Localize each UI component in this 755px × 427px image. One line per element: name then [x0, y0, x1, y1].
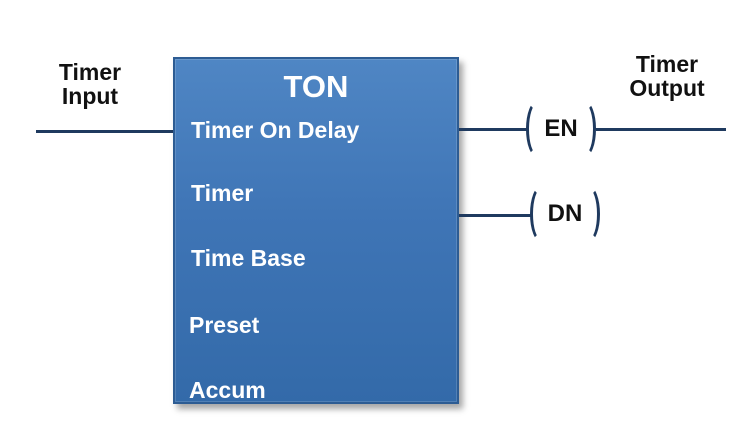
- timer-output-label: Timer Output: [618, 52, 716, 100]
- en-coil: EN: [526, 101, 596, 159]
- block-row-preset: Preset: [189, 312, 260, 338]
- ton-block: TON Timer On Delay Timer Time Base Prese…: [173, 57, 459, 404]
- block-row-timer-on-delay: Timer On Delay: [191, 117, 360, 143]
- timer-input-label-line1: Timer: [58, 59, 122, 85]
- block-row-timer: Timer: [191, 180, 254, 206]
- dn-coil-right-paren: [578, 186, 600, 242]
- input-wire: [36, 130, 174, 133]
- dn-coil: DN: [530, 186, 600, 244]
- timer-input-label-line2: Input: [61, 83, 119, 110]
- en-wire-right: [596, 128, 726, 131]
- timer-output-label-line1: Timer: [635, 51, 699, 77]
- en-coil-label: EN: [544, 115, 578, 142]
- en-coil-left-paren: [526, 101, 548, 157]
- en-coil-right-paren: [574, 101, 596, 157]
- block-row-time-base: Time Base: [191, 245, 306, 271]
- dn-wire: [459, 214, 531, 217]
- dn-coil-left-paren: [530, 186, 552, 242]
- en-wire-left: [459, 128, 527, 131]
- block-title: TON: [283, 69, 349, 104]
- dn-coil-label: DN: [547, 200, 583, 227]
- block-row-accum: Accum: [189, 377, 266, 403]
- timer-output-label-line2: Output: [629, 75, 705, 102]
- timer-input-label: Timer Input: [50, 60, 130, 108]
